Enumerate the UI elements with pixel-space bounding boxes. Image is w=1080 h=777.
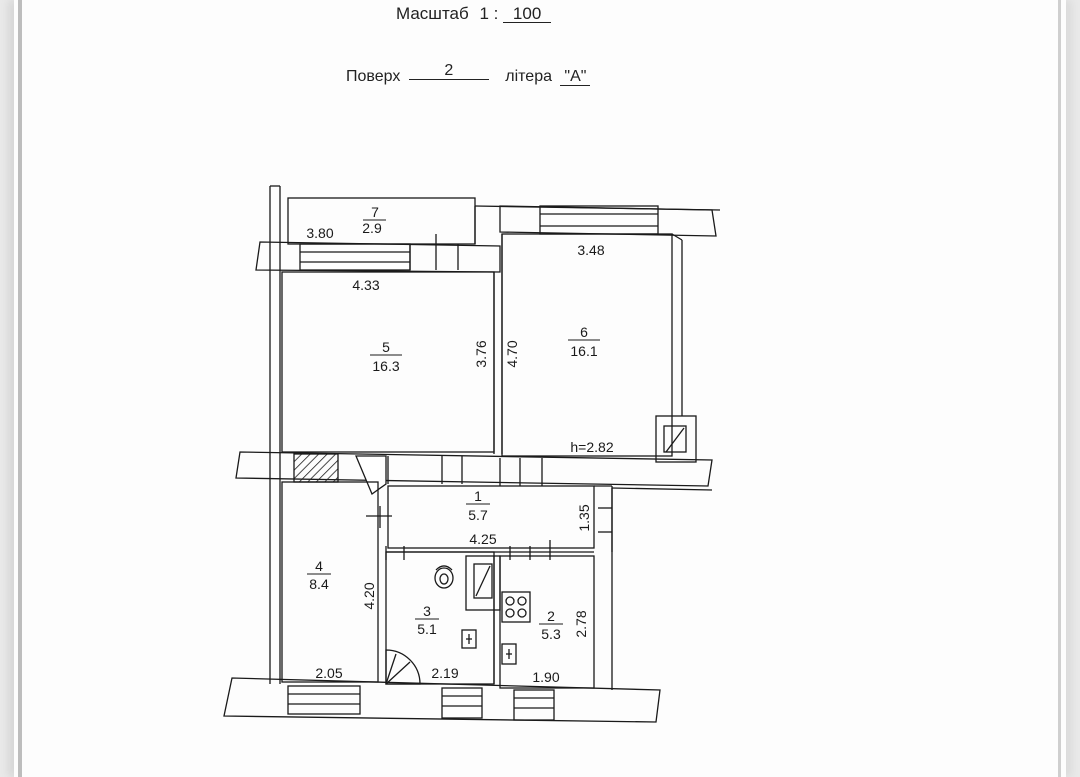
room-1-area: 5.7 [468,507,488,523]
dim-room4-width: 2.05 [315,665,342,681]
room-1-outline [387,485,595,549]
room-7-area: 2.9 [362,220,382,236]
room-6-number: 6 [580,324,588,340]
wall-top-room5 [255,241,501,273]
scale-value: 100 [503,5,552,23]
dim-room5-width: 4.33 [352,277,379,293]
chimney-box [655,415,697,463]
dim-room3-width: 2.19 [431,665,458,681]
dim-balcony-length: 3.80 [306,225,333,241]
shower-tray [385,649,421,685]
sheet-right-edge [1058,0,1061,777]
dim-room6-depth: 4.70 [504,340,520,367]
room-6-outline [501,233,673,457]
scale-line: Масштаб 1 : 100 [396,4,552,24]
hatched-shaft [293,453,339,483]
dim-room6-width: 3.48 [577,242,604,258]
room-4-number: 4 [315,558,323,574]
window-room5 [299,243,411,271]
letter-label: літера [505,68,552,85]
dim-hall-width: 4.25 [469,531,496,547]
dim-hall-depth: 1.35 [576,504,592,531]
floor-line: Поверх 2 літера "А" [346,62,591,86]
dim-room2-width: 1.90 [532,669,559,685]
room-5-number: 5 [382,339,390,355]
room-2-outline [499,555,595,689]
document-sheet [14,0,1066,777]
window-room4 [287,685,361,715]
dim-room5-depth: 3.76 [473,340,489,367]
floor-value: 2 [408,62,489,80]
middle-wall [235,451,713,487]
floor-label: Поверх [346,68,401,85]
room-3-area: 5.1 [417,621,437,637]
room-5-area: 16.3 [372,358,399,374]
sheet-left-edge [18,0,22,777]
room-7-number: 7 [371,204,379,220]
room-2-number: 2 [547,608,555,624]
window-room2 [513,689,555,721]
room-4-outline [281,481,379,683]
window-room3 [441,687,483,719]
scale-label: Масштаб [396,4,469,23]
letter-value: "А" [560,68,591,86]
bottom-wall [223,677,661,723]
room-3-number: 3 [423,603,431,619]
stove-icon [501,591,531,623]
toilet-icon [434,567,454,589]
window-room6 [539,205,659,235]
dim-room4-depth: 4.20 [361,582,377,609]
room-2-area: 5.3 [541,626,561,642]
dim-room2-depth: 2.78 [573,610,589,637]
room-6-area: 16.1 [570,343,597,359]
radiator-icon [461,629,477,649]
room-1-number: 1 [474,488,482,504]
ceiling-height: h=2.82 [570,439,613,455]
room-4-area: 8.4 [309,576,329,592]
radiator-kitchen-icon [501,643,517,665]
scale-prefix: 1 : [479,4,499,23]
